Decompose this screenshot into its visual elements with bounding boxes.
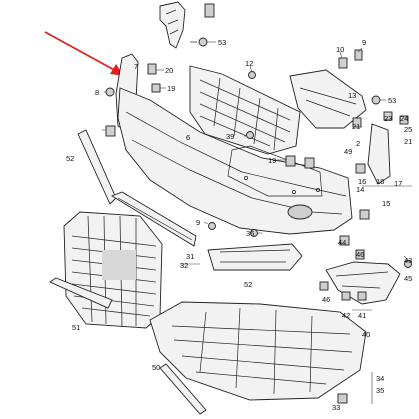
callout-53: 53 xyxy=(218,38,226,47)
fog-light-opening xyxy=(287,204,313,220)
clip-part xyxy=(285,155,296,167)
clip-part xyxy=(304,157,315,169)
callout-46b: 46 xyxy=(322,295,330,304)
upper-bracket-part xyxy=(159,1,186,49)
bolt-part xyxy=(246,131,254,139)
callout-31: 31 xyxy=(186,252,194,261)
callout-8: 8 xyxy=(95,88,99,97)
bumper-cover-part xyxy=(117,87,353,235)
callout-23: 23 xyxy=(384,114,392,123)
clip-part xyxy=(147,63,157,75)
callout-18: 18 xyxy=(376,177,384,186)
callout-15: 15 xyxy=(382,199,390,208)
callout-50: 50 xyxy=(152,363,160,372)
callout-24: 24 xyxy=(400,114,408,123)
callout-19: 19 xyxy=(167,84,175,93)
fog-light-trim-part xyxy=(207,243,303,271)
clip-part xyxy=(355,163,366,174)
grille-badge-blur xyxy=(102,250,136,280)
callout-25: 25 xyxy=(404,125,412,134)
clip-part xyxy=(319,281,329,291)
callout-7: 7 xyxy=(134,62,138,71)
clip-part xyxy=(355,249,365,260)
license-plate-holder-part xyxy=(49,277,113,309)
callout-34: 34 xyxy=(376,374,384,383)
callout-45: 45 xyxy=(404,274,412,283)
callout-46: 46 xyxy=(356,250,364,259)
clip-part xyxy=(341,291,351,301)
callout-53b: 53 xyxy=(388,96,396,105)
callout-40: 40 xyxy=(362,330,370,339)
callout-10: 10 xyxy=(336,45,344,54)
callout-16: 16 xyxy=(358,177,366,186)
bolt-part xyxy=(248,71,256,79)
clip-part xyxy=(339,235,350,246)
left-trim-strip-part xyxy=(77,129,117,205)
grommet-part xyxy=(105,87,115,97)
callout-9b: 9 xyxy=(196,218,200,227)
callout-9: 9 xyxy=(362,38,366,47)
clip-part xyxy=(204,3,215,18)
callout-49: 49 xyxy=(344,147,352,156)
callout-2: 2 xyxy=(356,139,360,148)
callout-51: 51 xyxy=(72,323,80,332)
clip-part xyxy=(399,115,409,125)
callout-20: 20 xyxy=(165,66,173,75)
callout-52: 52 xyxy=(66,154,74,163)
callout-21b: 21 xyxy=(404,137,412,146)
callout-13: 13 xyxy=(348,91,356,100)
clip-part xyxy=(352,117,362,128)
callout-35: 35 xyxy=(376,386,384,395)
clip-part xyxy=(337,393,348,404)
clip-part xyxy=(357,291,367,301)
callout-52b: 52 xyxy=(244,280,252,289)
callout-12: 12 xyxy=(245,59,253,68)
callout-19b: 19 xyxy=(268,156,276,165)
callout-21: 21 xyxy=(352,122,360,131)
right-mount-bracket-part xyxy=(367,123,391,185)
screw-part xyxy=(190,37,208,47)
callout-32: 32 xyxy=(180,261,188,270)
callout-6: 6 xyxy=(186,133,190,142)
leader-lines xyxy=(102,41,409,261)
clip-part xyxy=(105,125,116,137)
clip-part xyxy=(383,111,393,121)
clip-part xyxy=(354,49,363,61)
lower-spoiler-strip-part xyxy=(110,191,197,247)
callout-14: 14 xyxy=(356,185,364,194)
red-arrow-icon xyxy=(44,31,124,76)
lower-trim-strip-part xyxy=(159,363,207,415)
callout-labels: 53 10 9 12 20 7 8 19 6 39 13 53 23 24 25… xyxy=(66,38,412,412)
callout-41: 41 xyxy=(358,311,366,320)
bolt-part xyxy=(208,222,216,230)
clip-part xyxy=(359,209,370,220)
screw-part xyxy=(371,95,381,105)
callout-36: 36 xyxy=(246,229,254,238)
screw-part xyxy=(404,260,412,268)
callout-42: 42 xyxy=(342,311,350,320)
clip-part xyxy=(338,57,348,69)
bolt-part xyxy=(250,229,258,237)
callout-44: 44 xyxy=(338,238,346,247)
callout-39: 39 xyxy=(226,132,234,141)
callout-17: 17 xyxy=(394,179,402,188)
clip-part xyxy=(151,83,161,93)
callout-43: 43 xyxy=(404,256,412,265)
callout-33: 33 xyxy=(332,403,340,412)
